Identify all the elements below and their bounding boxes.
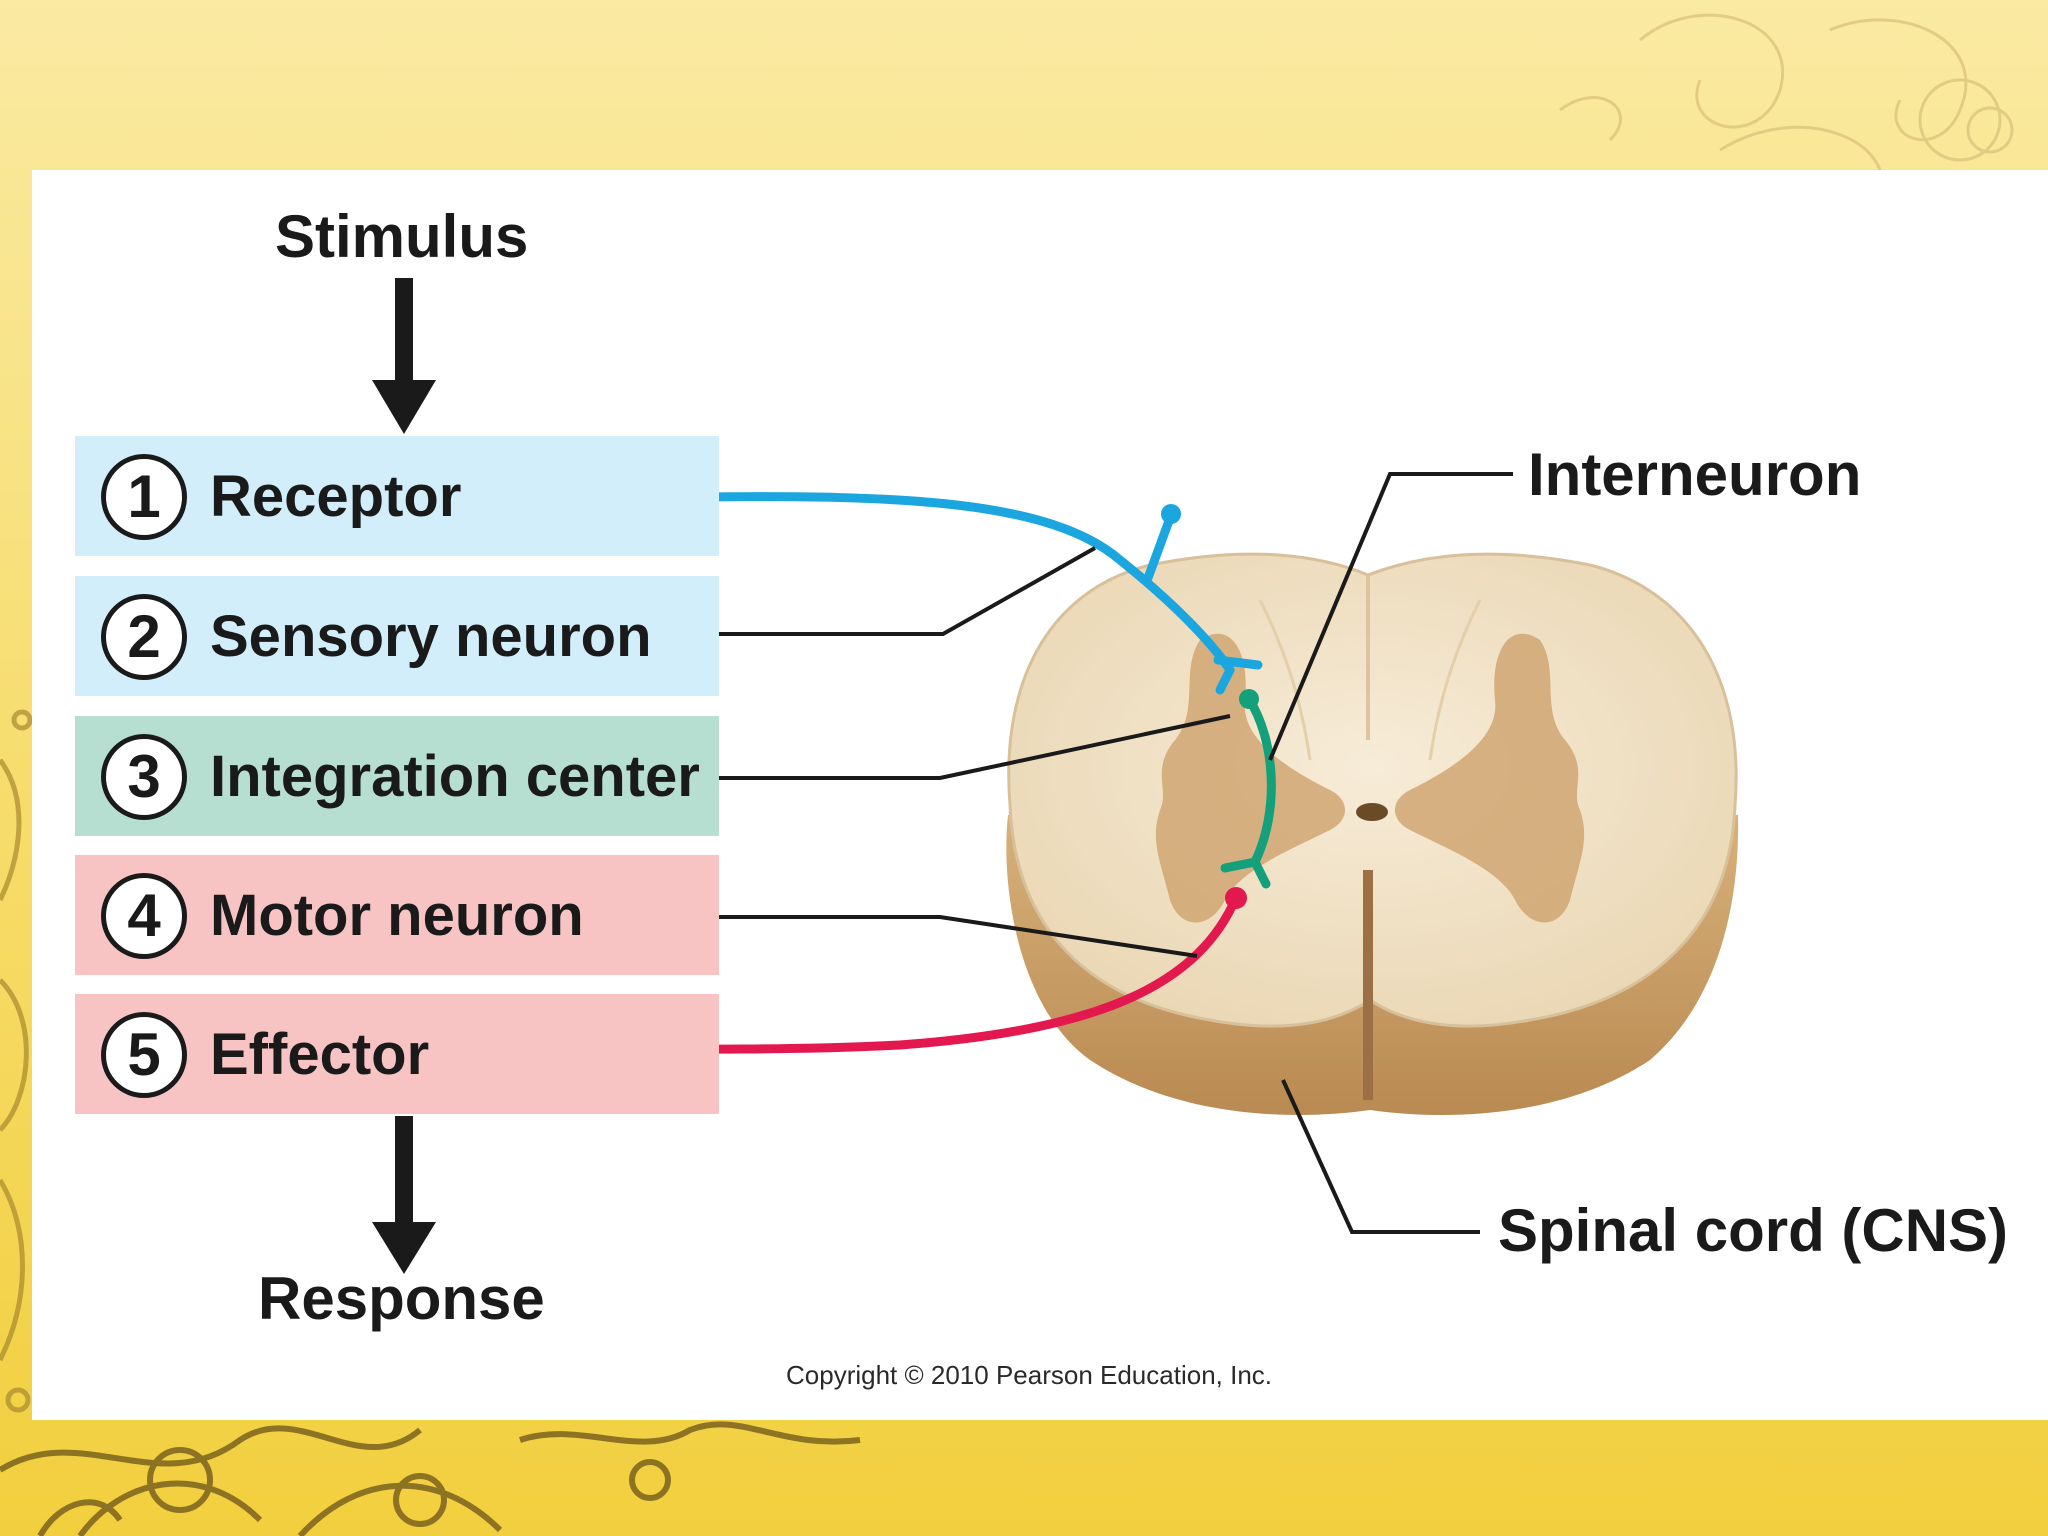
step-number-badge: 1 — [101, 454, 187, 540]
leader-integration-center — [719, 714, 1231, 780]
step-number-badge: 3 — [101, 734, 187, 820]
step-label: Effector — [210, 1021, 430, 1087]
gray-matter-right — [1395, 633, 1585, 923]
leader-sensory-neuron — [719, 546, 1096, 636]
step-receptor: 1 Receptor — [75, 436, 719, 556]
step-effector: 5 Effector — [75, 994, 719, 1114]
stimulus-label: Stimulus — [275, 203, 529, 270]
interneuron-pathway — [1220, 689, 1276, 889]
stimulus-arrow — [372, 278, 436, 434]
leader-spinal-cord — [1281, 1079, 1480, 1234]
gray-matter-left — [1155, 633, 1345, 923]
response-label: Response — [258, 1265, 545, 1332]
leader-lines — [719, 472, 1513, 1234]
spinal-cord-label: Spinal cord (CNS) — [1498, 1197, 2009, 1264]
spinal-cord-cross-section — [1006, 552, 1739, 1115]
step-number-badge: 2 — [101, 594, 187, 680]
floral-swirl-left — [0, 709, 33, 1413]
interneuron-label: Interneuron — [1528, 441, 1862, 508]
step-label: Sensory neuron — [210, 603, 652, 669]
step-label: Integration center — [210, 743, 700, 809]
step-number-badge: 5 — [101, 1012, 187, 1098]
step-label: Motor neuron — [210, 882, 584, 948]
response-arrow — [372, 1116, 436, 1274]
step-number-badge: 4 — [101, 873, 187, 959]
leader-interneuron — [1268, 472, 1513, 761]
step-integration-center: 3 Integration center — [75, 716, 719, 836]
leader-motor-neuron — [719, 915, 1198, 958]
copyright-notice: Copyright © 2010 Pearson Education, Inc. — [786, 1360, 1273, 1390]
step-sensory-neuron: 2 Sensory neuron — [75, 576, 719, 696]
floral-band-bottom-left — [0, 1421, 861, 1536]
step-motor-neuron: 4 Motor neuron — [75, 855, 719, 975]
step-label: Receptor — [210, 463, 462, 529]
floral-swirl-top-right — [1559, 13, 2014, 201]
central-canal — [1356, 803, 1388, 821]
